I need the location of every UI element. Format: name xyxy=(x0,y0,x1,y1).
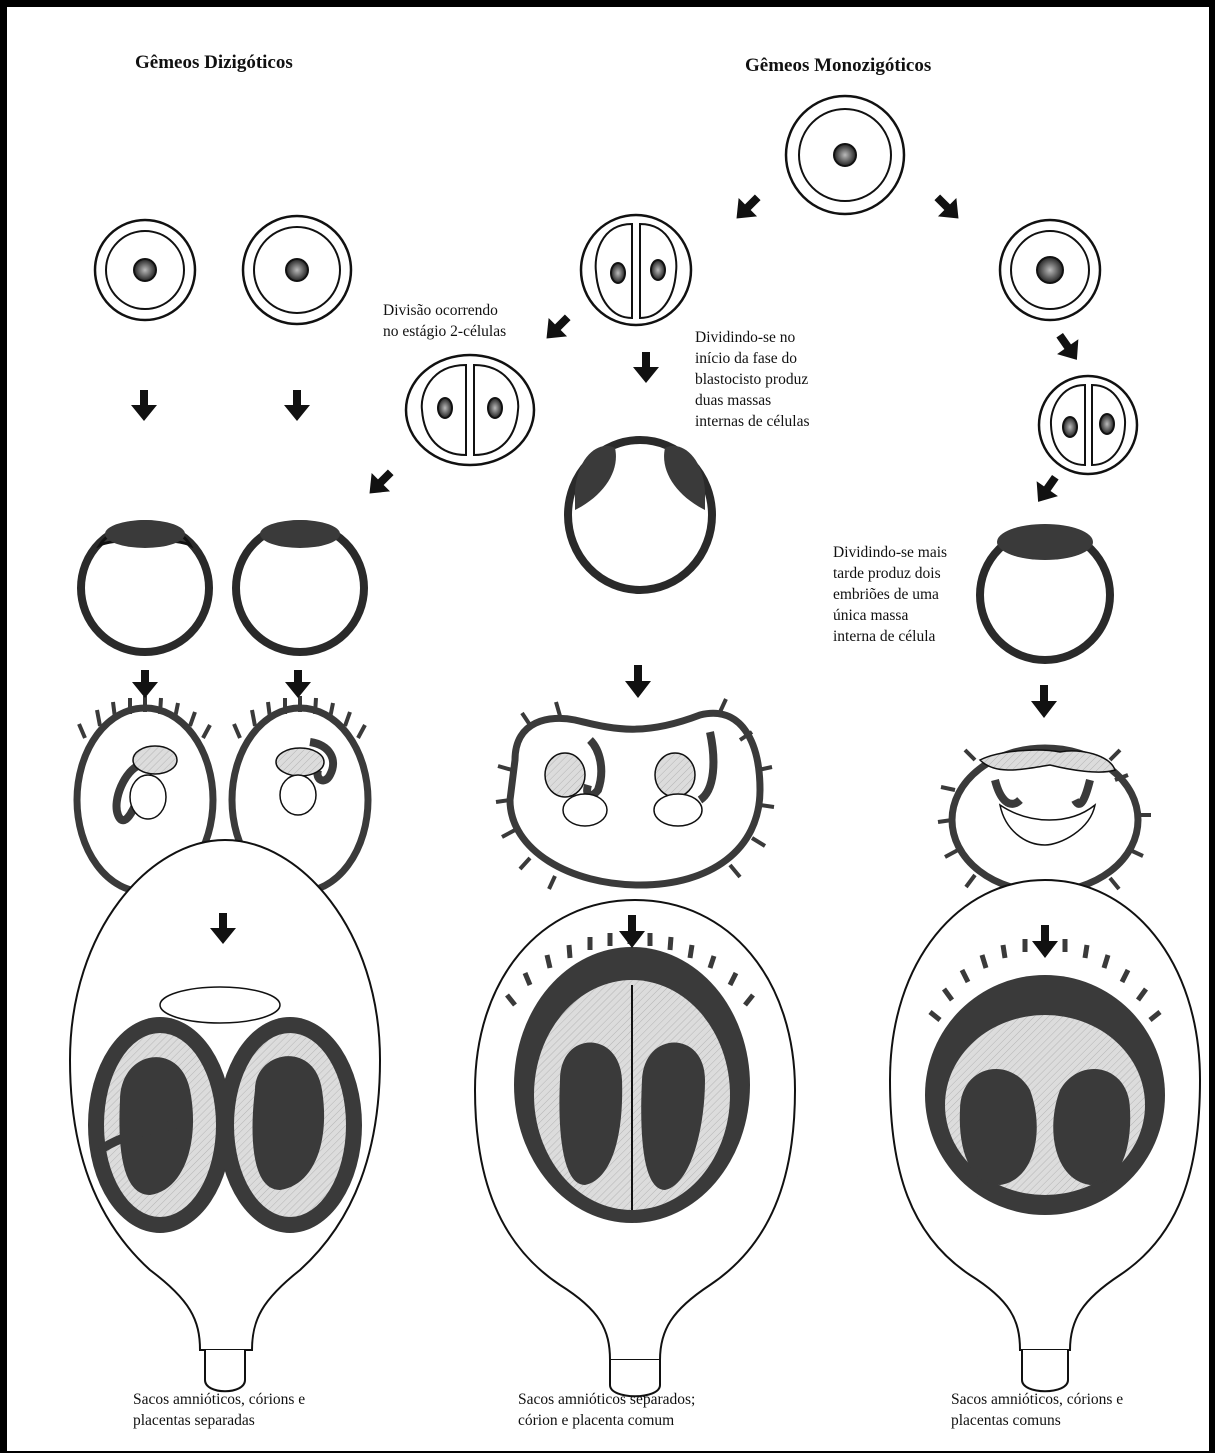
zygote-left-2 xyxy=(243,216,351,324)
note-two-cell: Divisão ocorrendo no estágio 2-células xyxy=(383,300,506,342)
arrow-diag-icon xyxy=(1027,470,1066,509)
arrow-down-icon xyxy=(625,665,651,698)
blastocyst-left-2 xyxy=(236,520,364,652)
chorion-right xyxy=(938,748,1151,892)
note-later: Dividindo-se mais tarde produz dois embr… xyxy=(833,542,947,647)
blastocyst-left-1 xyxy=(81,520,209,652)
arrow-diag-icon xyxy=(360,463,400,503)
arrow-down-icon xyxy=(132,670,158,698)
arrow-diag-icon xyxy=(537,308,577,348)
chorion-middle xyxy=(496,699,774,889)
arrow-down-icon xyxy=(285,670,311,698)
zygote-mono xyxy=(786,96,904,214)
arrow-down-icon xyxy=(131,390,157,421)
arrow-down-icon xyxy=(284,390,310,421)
note-early-blastocyst: Dividindo-se no início da fase do blasto… xyxy=(695,327,809,432)
zygote-mono-right xyxy=(1000,220,1100,320)
two-cell-top xyxy=(581,215,691,325)
caption-left: Sacos amnióticos, córions e placentas se… xyxy=(133,1389,305,1431)
heading-dizygotic: Gêmeos Dizigóticos xyxy=(135,52,293,74)
caption-right: Sacos amnióticos, córions e placentas co… xyxy=(951,1389,1123,1431)
arrow-diag-icon xyxy=(1049,328,1088,367)
uterus-middle xyxy=(475,900,795,1396)
zygote-left-1 xyxy=(95,220,195,320)
two-cell-middle xyxy=(406,355,534,465)
fetus-sac-left-a xyxy=(88,1017,232,1233)
fetus-sac-left-b xyxy=(218,1017,362,1233)
two-cell-right xyxy=(1039,376,1137,474)
arrow-diag-icon xyxy=(727,188,767,228)
blastocyst-right xyxy=(980,524,1110,660)
blastocyst-middle xyxy=(568,440,712,590)
caption-middle: Sacos amnióticos separados; córion e pla… xyxy=(518,1389,695,1431)
heading-monozygotic: Gêmeos Monozigóticos xyxy=(745,55,931,77)
arrow-down-icon xyxy=(633,352,659,383)
arrow-down-icon xyxy=(1031,685,1057,718)
arrow-diag-icon xyxy=(928,188,968,228)
